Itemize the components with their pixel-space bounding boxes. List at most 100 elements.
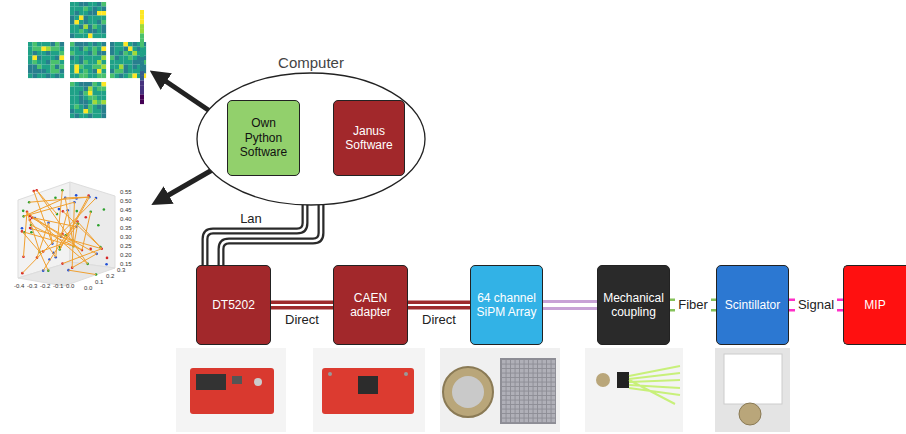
heat-cell <box>70 42 75 47</box>
fiber-dot <box>97 224 100 227</box>
heat-cell <box>84 60 89 65</box>
box-label: Own Python Software <box>231 116 296 159</box>
heat-cell <box>128 65 133 70</box>
computer-ellipse <box>197 73 425 205</box>
sipm-cell <box>538 401 542 405</box>
sipm-cell <box>511 387 515 391</box>
colorbar <box>140 34 144 39</box>
heat-cell <box>97 2 102 7</box>
sipm-cell <box>529 396 533 400</box>
sipm-cell <box>538 365 542 369</box>
heat-cell <box>37 42 42 47</box>
sipm-cell <box>502 369 506 373</box>
sipm-cell <box>502 410 506 414</box>
sipm-cell <box>543 374 547 378</box>
sipm-cell <box>511 410 515 414</box>
heat-cell <box>102 69 107 74</box>
heat-cell <box>33 69 38 74</box>
sipm-cell <box>552 374 556 378</box>
heat-cell <box>110 69 115 74</box>
track-line <box>23 212 27 257</box>
colorbar <box>140 38 144 43</box>
connector <box>408 305 470 306</box>
heat-cell <box>70 100 75 105</box>
sipm-cell <box>547 419 551 423</box>
heat-cell <box>119 56 124 61</box>
heat-cell <box>97 82 102 87</box>
sipm-cell <box>502 419 506 423</box>
fiber-dot <box>29 227 32 230</box>
heat-cell <box>75 60 80 65</box>
connector-label: Fiber <box>675 297 711 313</box>
sipm-cell <box>529 405 533 409</box>
heat-cell <box>97 91 102 96</box>
heat-cell <box>93 96 98 101</box>
heat-cell <box>93 65 98 70</box>
heat-cell <box>42 47 47 52</box>
heat-cell <box>75 65 80 70</box>
sipm-cell <box>552 401 556 405</box>
sipm-cell <box>525 378 529 382</box>
sipm-cell <box>525 405 529 409</box>
colorbar <box>140 90 144 95</box>
heat-cell <box>97 11 102 16</box>
heat-cell <box>79 91 84 96</box>
heat-cell <box>93 91 98 96</box>
heat-cell <box>84 74 89 79</box>
colorbar <box>140 95 144 100</box>
heat-cell <box>110 47 115 52</box>
sipm-cell <box>502 392 506 396</box>
heat-cell <box>70 34 75 39</box>
heat-cell <box>46 56 51 61</box>
colorbar <box>140 71 144 76</box>
heat-cell <box>97 100 102 105</box>
heat-cell <box>102 87 107 92</box>
sipm-cell <box>543 365 547 369</box>
heat-cell <box>124 69 129 74</box>
heat-cell <box>79 114 84 119</box>
heat-cell <box>84 25 89 30</box>
sipm-cell <box>538 414 542 418</box>
heat-cell <box>84 11 89 16</box>
heat-cell <box>84 82 89 87</box>
sipm-cell <box>516 383 520 387</box>
sipm-cell <box>534 401 538 405</box>
heat-cell <box>97 114 102 119</box>
sipm-cell <box>547 374 551 378</box>
heat-cell <box>79 109 84 114</box>
sipm-cell <box>507 387 511 391</box>
heat-cell <box>93 2 98 7</box>
colorbar <box>140 10 144 15</box>
heat-cell <box>84 105 89 110</box>
sipm-cell <box>543 369 547 373</box>
heat-cell <box>46 69 51 74</box>
heat-cell <box>46 47 51 52</box>
heat-cell <box>79 82 84 87</box>
track-line <box>49 223 53 244</box>
heat-cell <box>55 47 60 52</box>
colorbar <box>140 57 144 62</box>
heat-cell <box>84 16 89 21</box>
sipm-cell <box>516 387 520 391</box>
heat-cell <box>102 47 107 52</box>
heat-cell <box>84 29 89 34</box>
sipm-cell <box>507 365 511 369</box>
sipm-cell <box>534 387 538 391</box>
sipm-cell <box>502 378 506 382</box>
heat-cell <box>28 42 33 47</box>
heat-cell <box>93 42 98 47</box>
sipm-cell <box>520 365 524 369</box>
axis-tick: -0.3 <box>27 283 37 290</box>
heat-cell <box>79 96 84 101</box>
heatmap-plot <box>28 2 146 118</box>
sipm-cell <box>516 419 520 423</box>
heat-cell <box>84 2 89 7</box>
sipm-cell <box>502 396 506 400</box>
heat-cell <box>102 34 107 39</box>
heat-cell <box>88 96 93 101</box>
heat-cell <box>28 47 33 52</box>
heat-cell <box>102 51 107 56</box>
heat-cell <box>75 109 80 114</box>
heat-cell <box>75 91 80 96</box>
